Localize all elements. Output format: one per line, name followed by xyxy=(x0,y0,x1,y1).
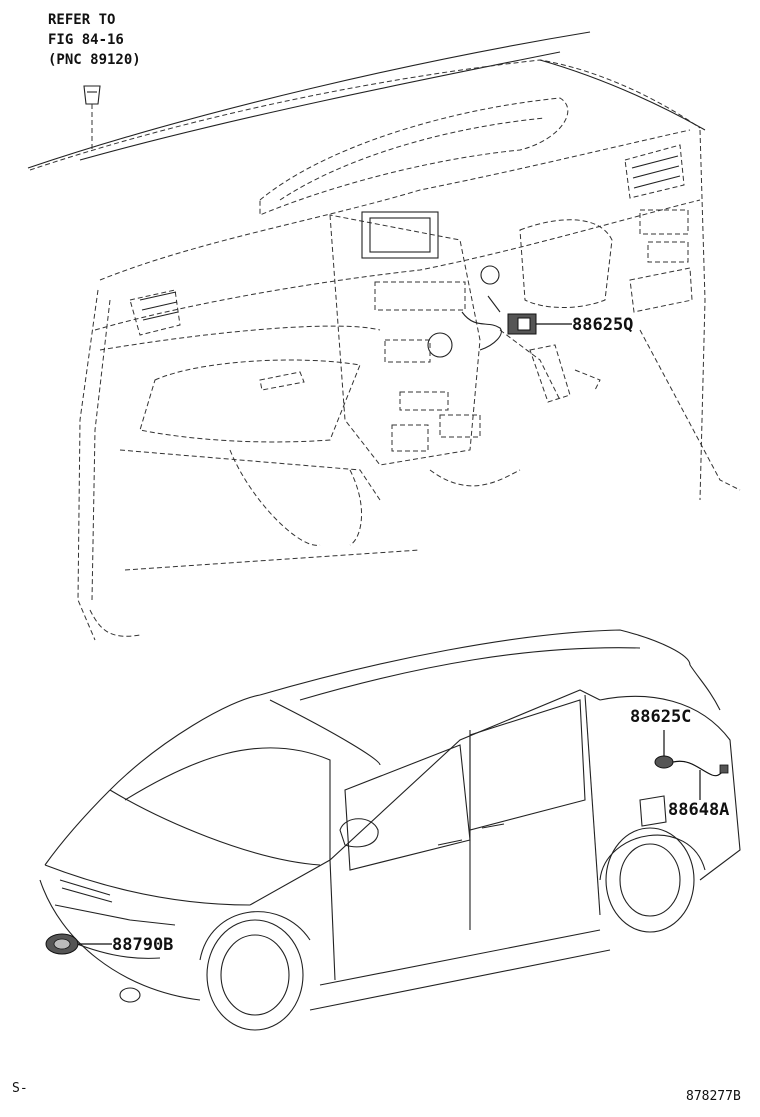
part-88790b[interactable]: 88790B xyxy=(45,933,173,955)
vehicle-illustration xyxy=(39,629,741,1031)
part-88625q[interactable]: 88625Q xyxy=(507,313,633,335)
callout-88790b: 88790B xyxy=(112,935,173,955)
reference-note: REFER TO FIG 84-16 (PNC 89120) xyxy=(48,12,141,68)
refer-to-sensor-part xyxy=(83,85,101,152)
callout-88648a: 88648A xyxy=(668,800,729,820)
part-88648a[interactable]: 88648A xyxy=(668,760,729,820)
footer-mark: S- xyxy=(12,1081,28,1096)
reference-line-1: REFER TO xyxy=(48,12,115,28)
figure-id: 878277B xyxy=(686,1089,741,1104)
part-88625c[interactable]: 88625C xyxy=(630,707,691,769)
reference-line-2: FIG 84-16 xyxy=(48,32,124,48)
callout-88625q: 88625Q xyxy=(572,315,633,335)
reference-line-3: (PNC 89120) xyxy=(48,52,141,68)
dashboard-illustration xyxy=(27,31,741,641)
callout-88625c: 88625C xyxy=(630,707,691,727)
